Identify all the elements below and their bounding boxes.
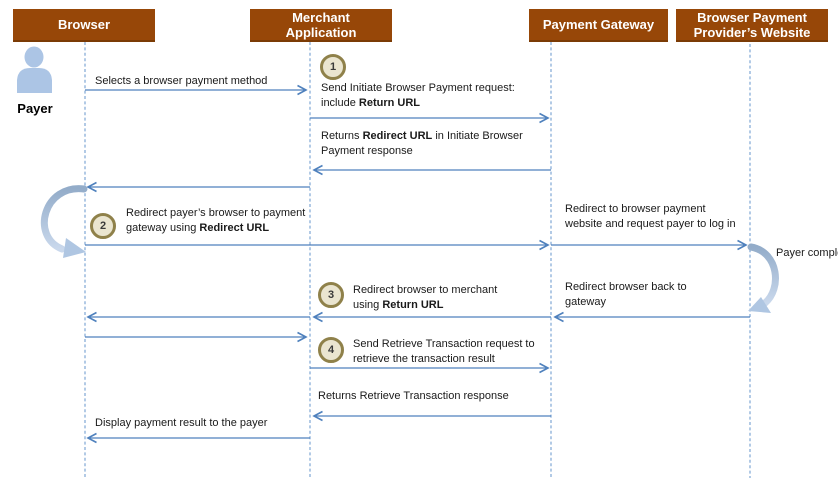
label-text-bold: Redirect URL <box>199 222 270 234</box>
label-text-bold: Return URL <box>358 97 421 109</box>
label-returns-redirect-url: Returns Redirect URL in Initiate Browser… <box>321 129 523 159</box>
label-text: Returns Retrieve Transaction response <box>318 390 509 402</box>
label-line: Redirect browser to merchant <box>353 284 498 296</box>
payer-label: Payer <box>17 101 53 116</box>
label-select-method: Selects a browser payment method <box>95 74 267 89</box>
step-number: 4 <box>327 344 335 356</box>
label-line: gateway using Redirect URL <box>126 221 305 236</box>
label-returns-retrieve: Returns Retrieve Transaction response <box>318 389 509 404</box>
label-text: in Initiate Browser <box>432 130 523 142</box>
step-circle-1: 1 <box>320 54 346 80</box>
step-circle-4: 4 <box>318 337 344 363</box>
step-number: 1 <box>329 61 337 73</box>
label-line: Redirect browser back to <box>565 281 687 293</box>
label-line: Redirect payer’s browser to payment <box>126 207 306 219</box>
actor-header-browser: Browser <box>13 9 155 42</box>
label-text-bold: Redirect URL <box>362 130 433 142</box>
label-line: include Return URL <box>321 96 515 111</box>
label-line: Returns Redirect URL in Initiate Browser <box>321 129 523 144</box>
label-text: include <box>321 97 359 109</box>
label-line: Redirect to browser payment <box>565 203 706 215</box>
payer-icon <box>17 46 52 93</box>
browser-redirect-loop-arrow <box>41 185 88 258</box>
label-text: Payer completes the interaction <box>776 247 838 259</box>
label-text: Returns <box>321 130 363 142</box>
label-text-bold: Return URL <box>382 299 444 311</box>
label-line: retrieve the transaction result <box>353 353 495 365</box>
payer-interaction-loop-arrow <box>747 243 779 313</box>
label-redirect-to-site: Redirect to browser payment website and … <box>565 202 736 232</box>
step-number: 2 <box>99 220 107 232</box>
label-text: Selects a browser payment method <box>95 75 268 87</box>
label-text: using <box>353 299 383 311</box>
label-line: gateway <box>565 296 606 308</box>
label-payer-completes: Payer completes the interaction <box>776 246 838 261</box>
label-line: Send Retrieve Transaction request to <box>353 338 535 350</box>
label-line: using Return URL <box>353 298 497 313</box>
label-text: gateway using <box>126 222 200 234</box>
step-circle-3: 3 <box>318 282 344 308</box>
step-number: 3 <box>327 289 335 301</box>
label-line: Send Initiate Browser Payment request: <box>321 82 515 94</box>
label-line: website and request payer to log in <box>565 218 736 230</box>
label-step1-initiate: Send Initiate Browser Payment request: i… <box>321 81 515 111</box>
actor-header-merchant-application: Merchant Application <box>250 9 392 42</box>
label-text: Display payment result to the payer <box>95 417 268 429</box>
label-step3-redirect-to-merchant: Redirect browser to merchant using Retur… <box>353 283 497 313</box>
label-line: Payment response <box>321 145 413 157</box>
label-step2-redirect-to-gateway: Redirect payer’s browser to payment gate… <box>126 206 305 236</box>
label-display-result: Display payment result to the payer <box>95 416 267 431</box>
step-circle-2: 2 <box>90 213 116 239</box>
actor-header-payment-gateway: Payment Gateway <box>529 9 668 42</box>
label-redirect-back: Redirect browser back to gateway <box>565 280 687 310</box>
actor-header-provider-website: Browser Payment Provider’s Website <box>676 9 828 42</box>
label-step4-retrieve: Send Retrieve Transaction request to ret… <box>353 337 535 367</box>
